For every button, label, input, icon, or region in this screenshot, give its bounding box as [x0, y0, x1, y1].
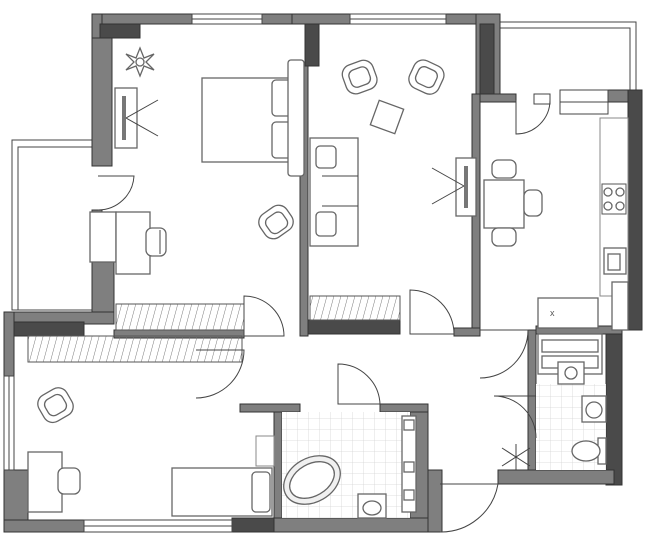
- balcony-left: [11, 139, 92, 311]
- wall-left-bedroom: [91, 37, 113, 167]
- dining-chair-2-icon: [491, 227, 517, 247]
- wall-wc-bottom: [497, 469, 615, 485]
- armchair-lower-icon: [37, 387, 74, 424]
- kitchen-sink-icon: [603, 247, 627, 275]
- kitchen-cabinet: [611, 281, 629, 331]
- shelf-item-2: [403, 461, 415, 473]
- door-bedroom: [243, 295, 285, 337]
- doors: [195, 289, 537, 533]
- door-kitchen: [479, 329, 529, 379]
- wall-column-right: [479, 23, 495, 95]
- coat-hanger-icon: [501, 444, 531, 470]
- coffee-table: [369, 99, 405, 135]
- tv-living-icon: [464, 166, 468, 208]
- door-living: [409, 289, 455, 335]
- wall-bath-bottom: [273, 517, 439, 533]
- dining-chair-3-icon: [523, 189, 543, 217]
- balcony-top-right: [500, 21, 637, 90]
- door-bathroom: [337, 363, 381, 405]
- washbasin-icon: [357, 493, 387, 519]
- tv-icon: [122, 96, 126, 140]
- wall-column-mid: [304, 23, 320, 67]
- wall-kitchen-top: [605, 89, 629, 103]
- shelf-item-1: [403, 419, 415, 431]
- wc: [536, 333, 607, 470]
- shelf-item-3: [403, 489, 415, 501]
- nightstand-lower: [255, 435, 275, 467]
- washing-machine-icon: [557, 361, 585, 385]
- dining-chair-1-icon: [491, 159, 517, 179]
- closet-living: [309, 295, 401, 321]
- windows: [3, 13, 609, 533]
- door-lower-room: [195, 349, 245, 399]
- wall-kitchen-door-left: [479, 93, 517, 103]
- dining-table: [483, 179, 525, 229]
- desk-lower: [27, 451, 63, 513]
- door-kitchen-balcony: [515, 99, 551, 135]
- sofa-cushion-2: [315, 211, 337, 237]
- wall-bath-top-right: [379, 403, 429, 413]
- window-kitchen-small: [533, 93, 551, 105]
- wall-living-bottom: [307, 319, 401, 335]
- kitchen: x: [483, 99, 629, 331]
- door-balcony: [97, 175, 135, 211]
- door-entrance: [439, 483, 499, 533]
- bathroom: [282, 412, 417, 519]
- armchair-bedroom-icon: [258, 204, 294, 240]
- chair-lower-icon: [57, 467, 81, 495]
- plant-icon: [125, 46, 155, 78]
- pillow-lower: [251, 471, 271, 513]
- wall-bath-top-left: [239, 403, 301, 413]
- lower-room: [27, 335, 275, 517]
- armchair-living-2-icon: [408, 59, 445, 95]
- wall-bath-left: [273, 407, 283, 533]
- closet-bedroom: [115, 303, 245, 331]
- wall-left-lower-thick: [91, 254, 115, 321]
- sofa-cushion-1: [315, 145, 337, 169]
- wc-sink-icon: [581, 395, 607, 423]
- chair-desk-icon: [145, 227, 167, 257]
- stove-icon: [601, 183, 627, 215]
- wall-column: [99, 23, 141, 39]
- door-wc: [493, 395, 537, 439]
- living-room: [309, 59, 477, 321]
- wall-bottom-dark: [231, 517, 281, 533]
- bathtub-icon: [283, 455, 341, 505]
- walls: [3, 13, 643, 533]
- kitchen-island: [537, 297, 599, 329]
- desk: [115, 211, 151, 275]
- kitchen-mark: x: [550, 308, 555, 318]
- armchair-living-1-icon: [341, 59, 378, 95]
- closet-lower: [27, 335, 243, 363]
- desk-side: [89, 211, 117, 263]
- wall-lower-left-a: [3, 311, 15, 377]
- bedroom: [89, 46, 305, 331]
- wall-living-bottom-right: [453, 327, 481, 337]
- wall-bath-right-low: [427, 469, 443, 533]
- wall-lower-top-dark: [9, 321, 85, 337]
- toilet-icon: [571, 437, 607, 465]
- wall-right-kitchen: [627, 89, 643, 331]
- wall-right-bath: [605, 329, 623, 486]
- headboard: [287, 59, 305, 177]
- laundry-shelf-1: [541, 339, 599, 353]
- wall-wc-left: [527, 329, 537, 481]
